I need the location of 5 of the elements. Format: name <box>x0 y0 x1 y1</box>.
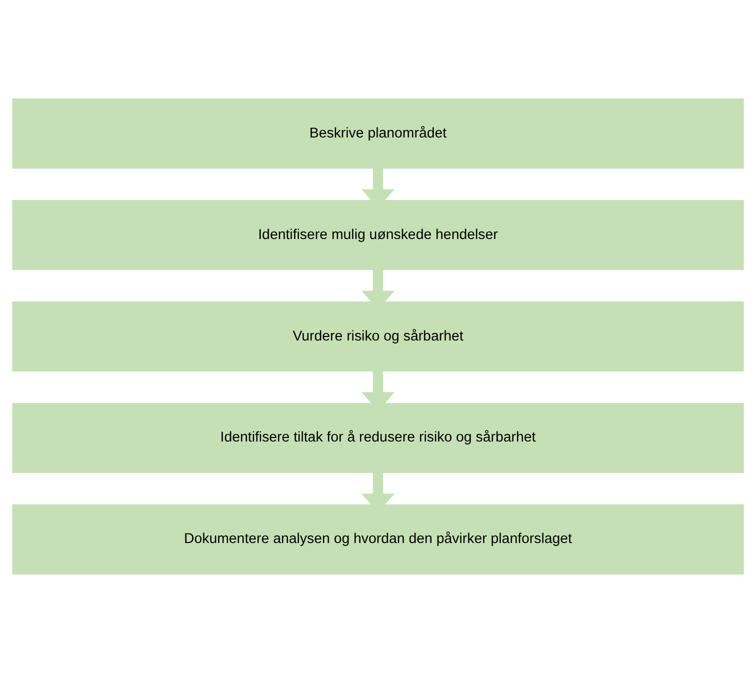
node-box: Vurdere risiko og sårbarhet <box>12 302 744 372</box>
node-box: Beskrive planområdet <box>12 98 744 169</box>
node-box: Dokumentere analysen og hvordan den påvirker planforslaget <box>12 504 744 574</box>
node-box: Identifisere mulig uønskede hendelser <box>12 200 744 270</box>
node-box: Identifisere tiltak for å redusere risiko og sårbarhet <box>12 402 744 473</box>
